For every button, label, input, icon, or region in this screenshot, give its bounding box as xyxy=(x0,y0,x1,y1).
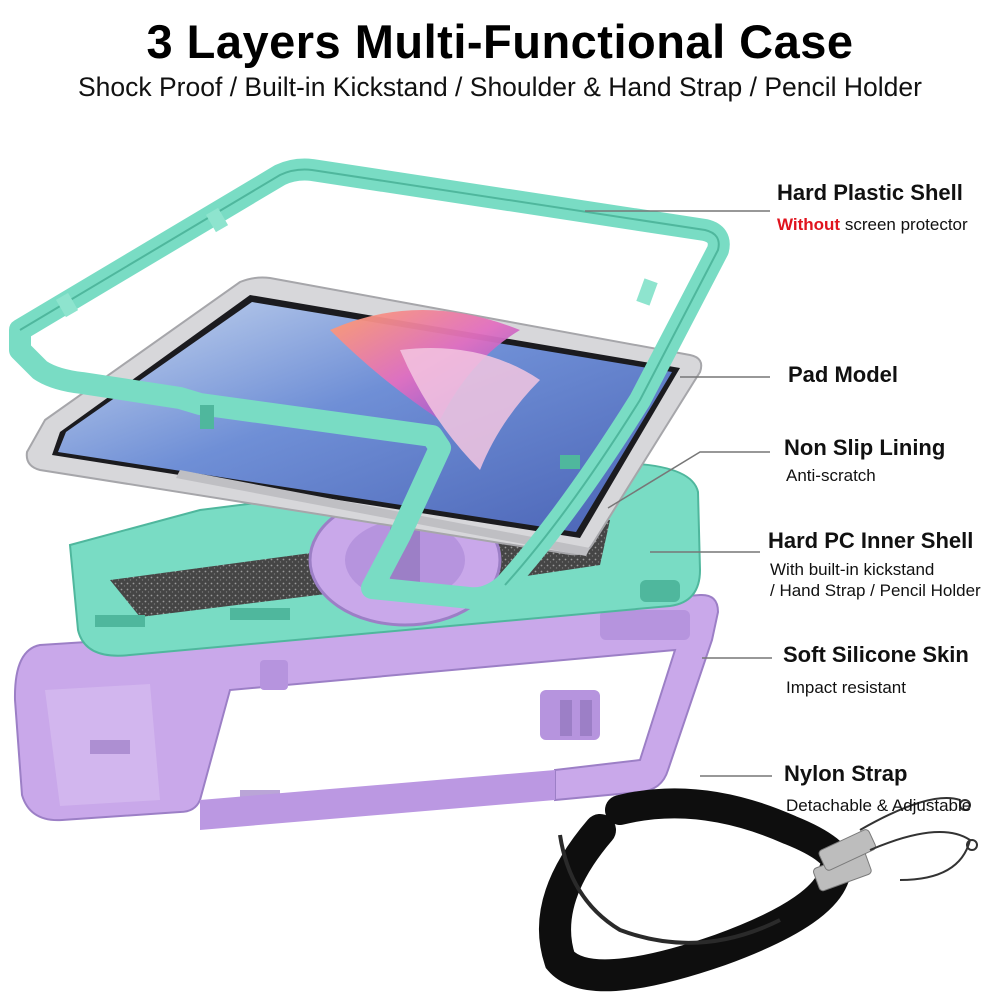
soft-silicone-skin-layer xyxy=(13,593,720,830)
page-subtitle: Shock Proof / Built-in Kickstand / Shoul… xyxy=(77,72,922,102)
page-title: 3 Layers Multi-Functional Case xyxy=(146,15,854,68)
hard-plastic-shell-layer xyxy=(9,158,730,610)
callout-soft-silicone-skin-desc: Impact resistant xyxy=(786,678,906,697)
callout-non-slip-lining-label: Non Slip Lining xyxy=(784,435,946,460)
callout-nylon-strap-label: Nylon Strap xyxy=(784,761,908,786)
callout-pad-model-label: Pad Model xyxy=(788,362,899,387)
callout-hard-pc-inner-shell-desc-2: / Hand Strap / Pencil Holder xyxy=(770,581,981,600)
callout-hard-plastic-shell-desc: Without screen protector xyxy=(777,213,968,237)
callout-hard-plastic-shell-label: Hard Plastic Shell xyxy=(777,180,963,205)
highlight-text: Without xyxy=(777,215,841,234)
leader-line-lining xyxy=(607,451,770,509)
callout-hard-pc-inner-shell-label: Hard PC Inner Shell xyxy=(768,528,974,553)
callout-non-slip-lining-desc: Anti-scratch xyxy=(786,466,876,485)
callout-desc-text: screen protector xyxy=(840,215,968,234)
nylon-strap-layer xyxy=(539,788,978,992)
leader-lines xyxy=(585,210,772,777)
callout-nylon-strap-desc: Detachable & Adjustable xyxy=(786,796,972,815)
callout-soft-silicone-skin-label: Soft Silicone Skin xyxy=(783,642,969,667)
callout-hard-pc-inner-shell-desc-1: With built-in kickstand xyxy=(770,560,935,579)
